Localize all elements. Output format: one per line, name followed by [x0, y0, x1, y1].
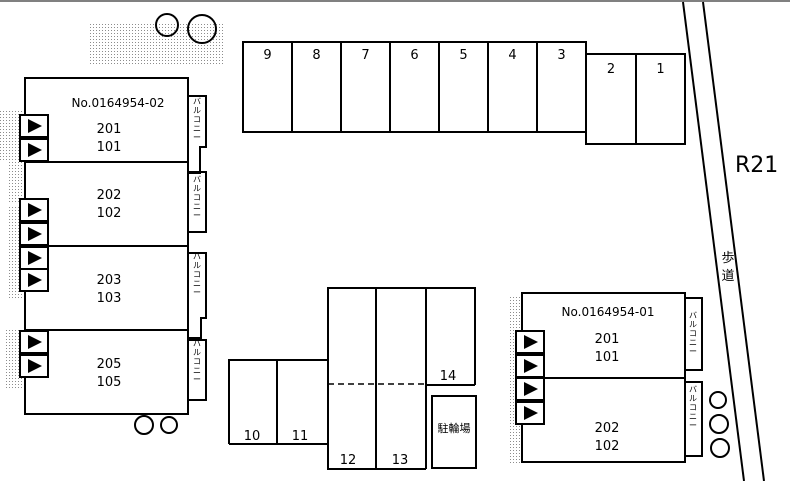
unit-number-upper: 205 — [97, 357, 122, 372]
road-edge-west — [682, 1, 745, 481]
balcony-label: バルコニー — [689, 385, 697, 430]
parking-space-12: 12 — [340, 453, 357, 468]
entrance-arrow-icon — [524, 335, 538, 349]
unit-number-lower: 102 — [97, 206, 122, 221]
parking-space-8: 8 — [312, 48, 320, 63]
balcony-west-3-outline — [188, 252, 207, 339]
unit-number-upper: 202 — [97, 188, 122, 203]
road-edge-east — [702, 1, 765, 481]
unit-number-upper: 203 — [97, 273, 122, 288]
parking-space-4: 4 — [508, 48, 516, 63]
hedge-west-4 — [5, 330, 22, 390]
balcony-west-2-outline — [188, 171, 207, 233]
balcony-label: バルコニー — [689, 311, 697, 356]
unit-number-lower: 101 — [595, 350, 620, 365]
parking-north-block — [242, 41, 587, 133]
parking-south-lot: 10 11 12 13 14 — [228, 287, 476, 470]
tree-icon — [160, 416, 178, 434]
hedge-west-1 — [0, 110, 22, 162]
hedge-west-3 — [8, 205, 22, 300]
bicycle-parking-box — [431, 395, 477, 469]
entrance-arrow-icon — [28, 359, 42, 373]
entrance-arrow-icon — [28, 335, 42, 349]
balcony-east-1-outline — [685, 297, 703, 371]
unit-number-lower: 102 — [595, 439, 620, 454]
balcony-label: バルコニー — [193, 175, 201, 220]
tree-icon — [710, 438, 730, 458]
balcony-west-4-outline — [188, 339, 207, 401]
unit-number-upper: 201 — [97, 122, 122, 137]
bicycle-parking-label: 駐輪場 — [438, 421, 471, 435]
unit-labels-west: 201 101 202 102 203 103 205 105 — [97, 122, 122, 390]
tree-icon — [187, 14, 217, 44]
building-east-number: No.0164954-01 — [562, 305, 655, 319]
parking-space-10: 10 — [244, 429, 261, 444]
tree-icon — [709, 414, 729, 434]
building-west: No.0164954-02 — [24, 77, 207, 415]
road-label: R21 — [735, 153, 778, 178]
parking-space-6: 6 — [410, 48, 418, 63]
parking-space-5: 5 — [459, 48, 467, 63]
tree-icons-south — [134, 415, 178, 435]
tree-icon — [134, 415, 154, 435]
parking-space-7: 7 — [361, 48, 369, 63]
sidewalk-label: 歩道 — [721, 251, 734, 284]
entrance-arrow-icon — [28, 251, 42, 265]
parking-north-row: 9 8 7 6 5 4 3 2 1 — [242, 41, 686, 145]
tree-icon — [709, 391, 727, 409]
entrance-arrow-icon — [28, 227, 42, 241]
parking-space-13: 13 — [392, 453, 409, 468]
entrance-arrow-icon — [28, 119, 42, 133]
parking-space-14: 14 — [440, 369, 457, 384]
entrance-group-west — [19, 114, 49, 378]
parking-space-1: 1 — [656, 62, 664, 77]
tree-icon — [155, 13, 179, 37]
unit-number-lower: 105 — [97, 375, 122, 390]
unit-labels-east: 201 101 202 102 — [595, 332, 620, 454]
unit-number-lower: 103 — [97, 291, 122, 306]
balcony-east-2-outline — [685, 381, 703, 457]
entrance-arrow-icon — [524, 359, 538, 373]
entrance-group-east — [515, 330, 545, 425]
parking-south-outline-top — [228, 287, 476, 444]
entrance-arrow-icon — [524, 406, 538, 420]
balcony-label: バルコニー — [193, 252, 201, 297]
building-west-number: No.0164954-02 — [72, 96, 165, 110]
unit-number-upper: 201 — [595, 332, 620, 347]
entrance-arrow-icon — [28, 203, 42, 217]
unit-number-lower: 101 — [97, 140, 122, 155]
hedge-west-2 — [8, 162, 22, 202]
building-east: No.0164954-01 — [521, 292, 703, 463]
entrance-arrow-icon — [28, 273, 42, 287]
parking-space-3: 3 — [557, 48, 565, 63]
parking-space-11: 11 — [292, 429, 309, 444]
entrance-arrow-icon — [524, 382, 538, 396]
entrance-arrow-icon — [28, 143, 42, 157]
parking-space-9: 9 — [263, 48, 271, 63]
tree-icons-east — [709, 391, 730, 458]
unit-number-upper: 202 — [595, 421, 620, 436]
balcony-label: バルコニー — [193, 97, 201, 142]
tree-icons-north — [155, 13, 217, 44]
parking-space-2: 2 — [607, 62, 615, 77]
balcony-label: バルコニー — [193, 339, 201, 384]
